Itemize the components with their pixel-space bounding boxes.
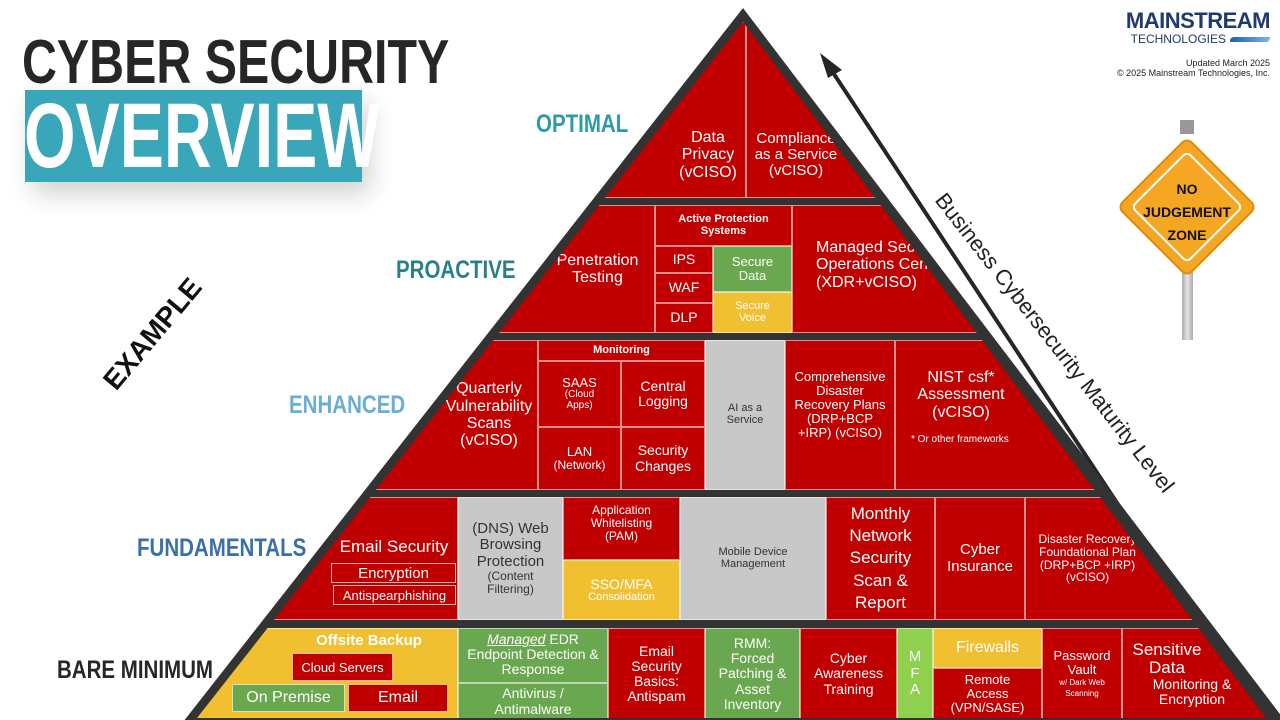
encryption-box: Encryption	[331, 563, 456, 583]
on-premise-box: On Premise	[232, 684, 345, 712]
copyright: © 2025 Mainstream Technologies, Inc.	[1116, 68, 1270, 78]
cell-mobile-device: Mobile Device Management	[680, 497, 826, 620]
sign-cap	[1180, 120, 1194, 134]
cell-active-protection: Active Protection Systems	[655, 205, 792, 246]
wave-icon	[1230, 36, 1270, 42]
cell-secure-data: Secure Data	[713, 246, 792, 292]
cell-dns-protection: (DNS) Web Browsing Protection(Content Fi…	[458, 497, 563, 620]
cell-saas: SAAS(Cloud Apps)	[538, 361, 621, 427]
title-line1: CYBER SECURITY	[22, 28, 450, 97]
cell-lan: LAN(Network)	[538, 427, 621, 490]
level-enhanced: ENHANCED	[289, 391, 406, 419]
cell-security-changes: Security Changes	[621, 427, 705, 490]
logo: MAINSTREAM TECHNOLOGIES Updated March 20…	[1110, 8, 1271, 79]
antispearphishing-box: Antispearphishing	[333, 585, 456, 605]
cell-central-logging: Central Logging	[621, 361, 705, 427]
arrow-head-icon	[820, 53, 842, 78]
sign-pole	[1182, 240, 1193, 340]
level-optimal: OPTIMAL	[536, 110, 629, 138]
cell-edr: Managed EDR Endpoint Detection & Respons…	[458, 628, 608, 683]
title-banner	[25, 90, 362, 182]
cell-monthly-scan: Monthly Network Security Scan & Report	[826, 497, 935, 620]
level-fundamentals: FUNDAMENTALS	[137, 534, 307, 562]
updated-date: Updated March 2025	[1185, 58, 1270, 68]
cell-comprehensive-drp: Comprehensive Disaster Recovery Plans (D…	[785, 340, 895, 490]
cell-app-whitelisting: Application Whitelisting (PAM)	[563, 497, 680, 560]
cell-dlp: DLP	[655, 303, 713, 333]
cell-ai-service: AI as a Service	[705, 340, 785, 490]
cell-remote-access: Remote Access (VPN/SASE)	[933, 668, 1042, 718]
cell-ips: IPS	[655, 246, 713, 273]
cell-secure-voice: Secure Voice	[713, 292, 792, 333]
cell-antivirus: Antivirus / Antimalware	[458, 683, 608, 718]
cell-cyber-insurance: Cyber Insurance	[935, 497, 1025, 620]
level-proactive: PROACTIVE	[396, 256, 516, 284]
cell-mfa: M F A	[897, 628, 933, 718]
cell-cyber-awareness: Cyber Awareness Training	[800, 628, 897, 718]
cloud-servers-box: Cloud Servers	[292, 653, 393, 681]
level-bare-minimum: BARE MINIMUM	[57, 656, 214, 684]
cell-firewalls: Firewalls	[933, 628, 1042, 668]
email-box: Email	[348, 684, 448, 712]
cell-email-basics: Email Security Basics: Antispam	[608, 628, 705, 718]
title-line2: OVERVIEW	[24, 85, 380, 187]
cell-waf: WAF	[655, 273, 713, 303]
logo-name: MAINSTREAM	[1125, 8, 1271, 33]
cell-monitoring: Monitoring	[538, 340, 705, 361]
logo-sub: TECHNOLOGIES	[1110, 32, 1270, 46]
cell-rmm: RMM: Forced Patching & Asset Inventory	[705, 628, 800, 718]
